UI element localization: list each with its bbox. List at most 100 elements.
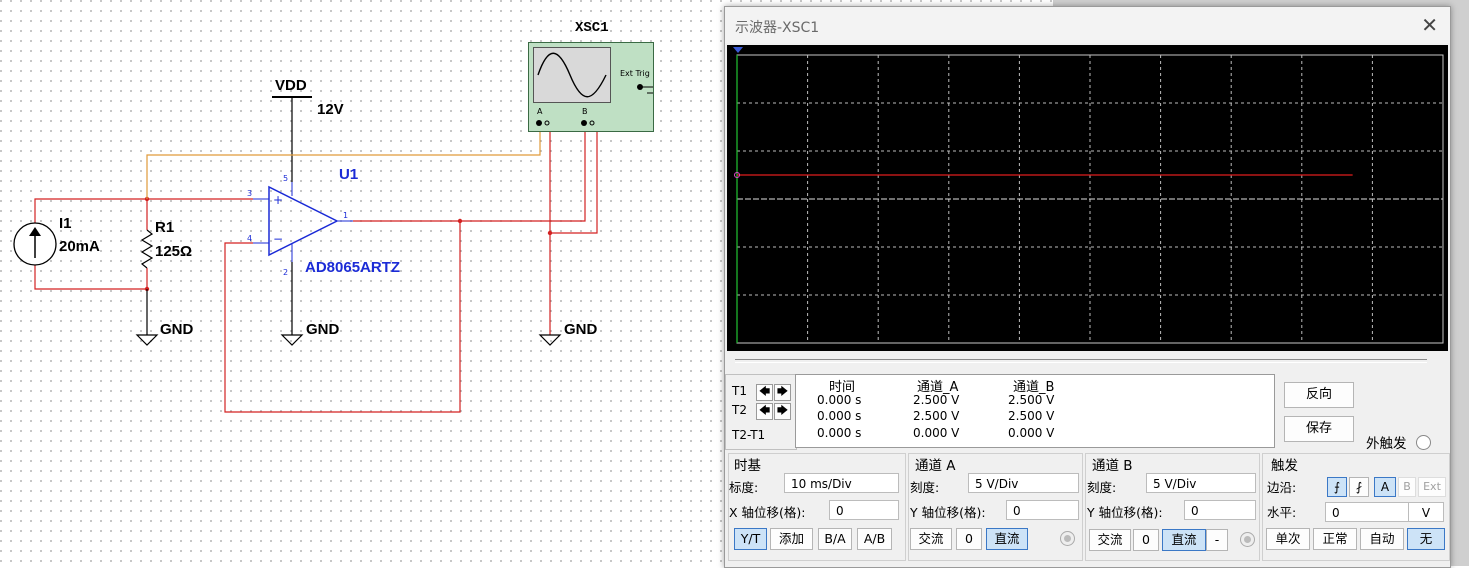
channel-b-title: 通道 B <box>1092 458 1133 474</box>
wire-output[interactable] <box>353 130 586 222</box>
readout-header-cha: 通道_A <box>917 380 959 395</box>
trigger-level-label: 水平: <box>1267 505 1297 520</box>
rising-edge-icon[interactable]: ⨍ <box>1327 477 1347 497</box>
pin2-label: 2 <box>283 268 289 277</box>
a-over-b-button[interactable]: A/B <box>857 528 892 550</box>
ext-trigger-label: 外触发 <box>1366 436 1407 452</box>
opamp-plus: + <box>273 193 284 207</box>
channel-b-minus-button[interactable]: - <box>1206 529 1228 551</box>
t2-label: T2 <box>732 403 747 417</box>
scope-channel-a-label: A <box>537 107 543 116</box>
gnd-label-opamp: GND <box>306 321 340 338</box>
timebase-group <box>728 453 906 561</box>
trigger-auto-button[interactable]: 自动 <box>1360 528 1404 550</box>
channel-b-zero-button[interactable]: 0 <box>1133 529 1159 551</box>
scope-terminals-icon <box>536 120 595 126</box>
save-button[interactable]: 保存 <box>1284 416 1354 442</box>
cursor-readout-table: 时间 通道_A 通道_B 0.000 s 2.500 V 2.500 V 0.0… <box>795 374 1275 448</box>
trigger-group <box>1262 453 1450 561</box>
x-position-field[interactable]: 0 <box>829 500 899 520</box>
channel-b-ac-button[interactable]: 交流 <box>1089 529 1131 551</box>
falling-edge-icon[interactable]: ⨏ <box>1349 477 1369 497</box>
readout-dt-cha: 0.000 V <box>913 426 960 440</box>
timebase-scale-field[interactable]: 10 ms/Div <box>784 473 899 493</box>
cursor-marker-icon[interactable] <box>733 47 743 53</box>
channel-a-dc-button[interactable]: 直流 <box>986 528 1028 550</box>
channel-a-ypos-label: Y 轴位移(格): <box>910 505 986 520</box>
window-title: 示波器-XSC1 <box>735 20 820 36</box>
oscilloscope-symbol[interactable]: Ext Trig A B <box>528 42 654 132</box>
u1-label[interactable]: U1 <box>339 166 359 183</box>
channel-a-radio[interactable] <box>1060 531 1075 546</box>
i1-value: 20mA <box>59 238 100 255</box>
trigger-none-button[interactable]: 无 <box>1407 528 1445 550</box>
readout-t1-time: 0.000 s <box>817 393 862 407</box>
channel-b-scale-label: 刻度: <box>1087 480 1117 495</box>
wire-scope-a-gnd[interactable] <box>546 124 551 335</box>
channel-a-ypos-field[interactable]: 0 <box>1006 500 1079 520</box>
scope-channel-b-label: B <box>582 107 588 116</box>
t2-left-arrow-icon[interactable]: 🡄 <box>756 403 773 420</box>
channel-b-scale-field[interactable]: 5 V/Div <box>1146 473 1256 493</box>
channel-b-ypos-field[interactable]: 0 <box>1184 500 1256 520</box>
channel-a-ac-button[interactable]: 交流 <box>910 528 952 550</box>
gnd-label-r1: GND <box>160 321 194 338</box>
opamp-part-label[interactable]: AD8065ARTZ <box>305 259 401 276</box>
trigger-source-b-button[interactable]: B <box>1398 477 1416 497</box>
trigger-normal-button[interactable]: 正常 <box>1313 528 1357 550</box>
trigger-level-unit[interactable]: V <box>1408 502 1444 522</box>
timebase-scale-label: 标度: <box>729 480 759 495</box>
yt-button[interactable]: Y/T <box>734 528 767 550</box>
wire-input-plus[interactable] <box>34 198 253 227</box>
add-button[interactable]: 添加 <box>770 528 813 550</box>
trigger-edge-label: 边沿: <box>1267 480 1297 495</box>
channel-b-radio[interactable] <box>1240 532 1255 547</box>
reverse-button[interactable]: 反向 <box>1284 382 1354 408</box>
r1-value: 125Ω <box>155 243 193 260</box>
trigger-single-button[interactable]: 单次 <box>1266 528 1310 550</box>
trigger-level-field[interactable]: 0 <box>1325 502 1411 522</box>
ext-trigger-radio[interactable] <box>1416 435 1431 450</box>
readout-header-time: 时间 <box>829 380 856 395</box>
cursor-controls: T1 🡄 🡆 T2 🡄 🡆 T2-T1 <box>725 374 797 450</box>
trigger-source-ext-button[interactable]: Ext <box>1418 477 1446 497</box>
channel-a-title: 通道 A <box>915 458 956 474</box>
pin1-label: 1 <box>343 211 349 220</box>
ext-trig-label: Ext Trig <box>620 69 650 78</box>
r1-label[interactable]: R1 <box>155 219 175 236</box>
channel-a-zero-button[interactable]: 0 <box>956 528 982 550</box>
junction-scope-gnd <box>547 230 553 236</box>
readout-t2-time: 0.000 s <box>817 409 862 423</box>
channel-b-group <box>1085 453 1260 561</box>
scope-label[interactable]: XSC1 <box>575 20 609 36</box>
t1-right-arrow-icon[interactable]: 🡆 <box>774 384 791 401</box>
readout-t2-chb: 2.500 V <box>1008 409 1055 423</box>
wire-scope-b-gnd[interactable] <box>550 124 598 234</box>
resistor-r1[interactable] <box>140 229 154 269</box>
wire-scope-a[interactable] <box>146 125 541 199</box>
readout-dt-chb: 0.000 V <box>1008 426 1055 440</box>
readout-t1-chb: 2.500 V <box>1008 393 1055 407</box>
i1-label[interactable]: I1 <box>59 215 72 232</box>
channel-a-scale-label: 刻度: <box>910 480 940 495</box>
readout-header-chb: 通道_B <box>1013 380 1055 395</box>
channel-a-scale-field[interactable]: 5 V/Div <box>968 473 1079 493</box>
scope-scrollbar[interactable] <box>735 359 1427 363</box>
junction-output <box>457 218 463 224</box>
t2-right-arrow-icon[interactable]: 🡆 <box>774 403 791 420</box>
opamp-symbol[interactable] <box>268 185 339 257</box>
t1-left-arrow-icon[interactable]: 🡄 <box>756 384 773 401</box>
gnd-label-scope: GND <box>564 321 598 338</box>
timebase-title: 时基 <box>734 458 761 474</box>
b-over-a-button[interactable]: B/A <box>818 528 852 550</box>
oscilloscope-window[interactable]: 示波器-XSC1 ✕ T1 🡄 🡆 T2 🡄 🡆 T2-T1 时间 通道_A 通… <box>724 6 1451 568</box>
close-icon[interactable]: ✕ <box>1421 13 1438 37</box>
wire-feedback[interactable] <box>224 221 461 413</box>
wire-input-return[interactable] <box>34 262 147 290</box>
channel-a-marker-icon <box>734 172 740 178</box>
scope-display[interactable] <box>727 45 1448 351</box>
schematic-wires <box>13 96 598 413</box>
channel-b-dc-button[interactable]: 直流 <box>1162 529 1206 551</box>
trigger-source-a-button[interactable]: A <box>1374 477 1396 497</box>
window-titlebar[interactable]: 示波器-XSC1 ✕ <box>725 7 1450 43</box>
